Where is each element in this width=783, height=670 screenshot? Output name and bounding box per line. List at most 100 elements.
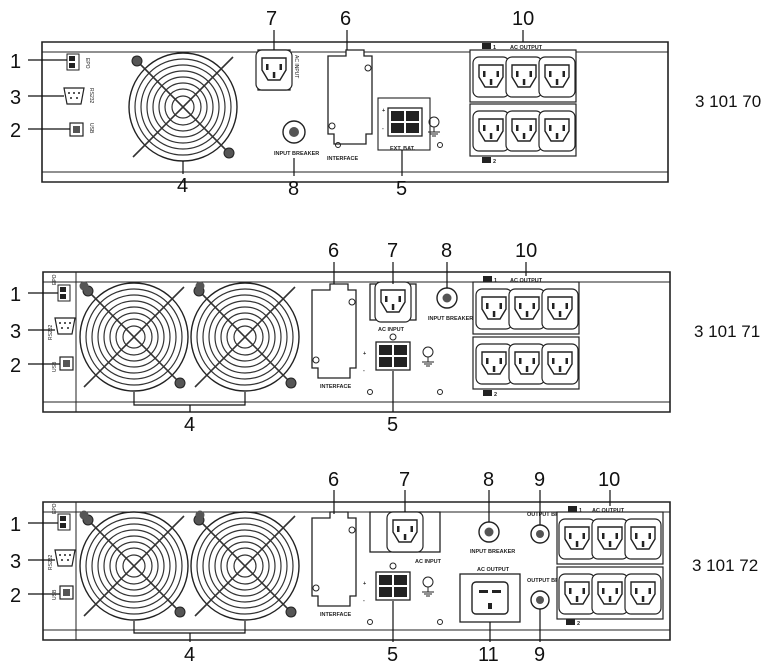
callout-fan: 4 [184,644,195,666]
svg-text:+: + [363,351,366,357]
usb-port-icon [59,585,74,600]
usb-port-icon [69,122,84,137]
interface-slot-icon [311,283,357,379]
callout-output-breaker-top: 9 [534,469,545,491]
rs232-port-icon [54,317,76,335]
svg-text:-: - [382,126,384,132]
group1-label: 1 [579,508,582,514]
model-reference: 3 101 71 [694,322,760,341]
ac-input-icon [386,511,424,553]
usb-port-icon [59,356,74,371]
rs232-port-icon [63,87,85,105]
output-breaker-bottom-label: OUTPUT BREAKER [527,578,578,584]
interface-slot-icon [311,511,357,607]
group2-label: 2 [494,392,497,398]
ac-output-label: AC OUTPUT [510,278,543,284]
outlet-group-icon [482,43,491,49]
model-reference: 3 101 70 [695,92,761,111]
ac-input-label: AC INPUT [415,559,442,565]
callout-interface: 6 [340,8,351,30]
rs232-port-icon [54,549,76,567]
usb-label: USB [52,361,58,372]
epo-port-icon [57,284,71,302]
callout-fan: 4 [184,414,195,436]
callout-input-breaker: 8 [483,469,494,491]
callout-rs232: 3 [10,87,21,109]
panel-3-101-71: EPO RS232 USB INTERFACE AC INPUT + - INP… [10,240,760,436]
ext-battery-connector-icon [387,107,423,137]
group2-label: 2 [493,159,496,165]
ext-battery-connector-icon [375,341,411,371]
callout-ac-output: 10 [515,240,537,262]
callout-usb: 2 [10,120,21,142]
callout-interface: 6 [328,469,339,491]
callout-ac-output: 10 [598,469,620,491]
callout-ac-output: 10 [512,8,534,30]
interface-label: INTERFACE [320,612,352,618]
ac-input-icon [255,49,293,91]
fan-icon [126,50,240,164]
callout-ac-input: 7 [387,240,398,262]
callout-ext-bat: 5 [387,414,398,436]
outlet-group-icon [483,276,492,282]
output-breaker-top-label: OUTPUT BREAKER [527,512,578,518]
outlet-group-icon [483,390,492,396]
svg-text:-: - [363,368,365,374]
callout-epo: 1 [10,284,21,306]
interface-label: INTERFACE [327,156,359,162]
callout-ac-input: 7 [266,8,277,30]
epo-label: EPO [52,274,58,285]
epo-port-icon [57,513,71,531]
input-breaker-label: INPUT BREAKER [428,316,473,322]
fan-icon [188,280,302,394]
ext-bat-label: EXT. BAT. [390,146,415,152]
svg-text:+: + [363,581,366,587]
usb-label: USB [88,123,94,134]
ac-input-icon [374,281,412,323]
callout-epo: 1 [10,514,21,536]
svg-text:-: - [363,598,365,604]
input-breaker-label: INPUT BREAKER [274,151,319,157]
ac-input-label: AC INPUT [293,55,299,78]
epo-label: EPO [52,503,58,514]
rs232-label: RS232 [88,88,94,104]
group1-label: 1 [493,45,496,51]
callout-rs232: 3 [10,321,21,343]
outlet-group-icon [482,157,491,163]
callout-usb: 2 [10,355,21,377]
callout-input-breaker: 8 [441,240,452,262]
epo-label: EPO [84,58,90,69]
outlet-group-icon [568,506,577,512]
callout-epo: 1 [10,51,21,73]
rs232-label: RS232 [48,554,54,570]
outlet-group-icon [566,619,575,625]
input-breaker-label: INPUT BREAKER [470,549,515,555]
ac-input-label: AC INPUT [378,327,405,333]
ac-output-c19-label: AC OUTPUT [477,567,510,573]
svg-text:+: + [382,108,385,114]
callout-ac-output-c19: 11 [478,644,499,666]
callout-ac-input: 7 [399,469,410,491]
callout-usb: 2 [10,585,21,607]
callout-output-breaker-bottom: 9 [534,644,545,666]
callout-ext-bat: 5 [396,178,407,200]
interface-label: INTERFACE [320,384,352,390]
panel-3-101-72: EPO RS232 USB INTERFACE AC INPUT + - INP… [10,469,758,666]
fan-icon [188,509,302,623]
callout-input-breaker: 8 [288,178,299,200]
ac-output-label: AC OUTPUT [592,508,625,514]
panel-3-101-70: EPO RS232 USB AC INPUT INPUT BREAKER INT… [10,8,761,200]
ext-battery-connector-icon [375,571,411,601]
group1-label: 1 [494,278,497,284]
callout-ext-bat: 5 [387,644,398,666]
interface-slot-icon [327,49,373,145]
ac-output-label: AC OUTPUT [510,45,543,51]
callout-rs232: 3 [10,551,21,573]
epo-port-icon [66,53,80,71]
rs232-label: RS232 [48,324,54,340]
fan-icon [77,509,191,623]
model-reference: 3 101 72 [692,556,758,575]
group2-label: 2 [577,621,580,627]
callout-interface: 6 [328,240,339,262]
